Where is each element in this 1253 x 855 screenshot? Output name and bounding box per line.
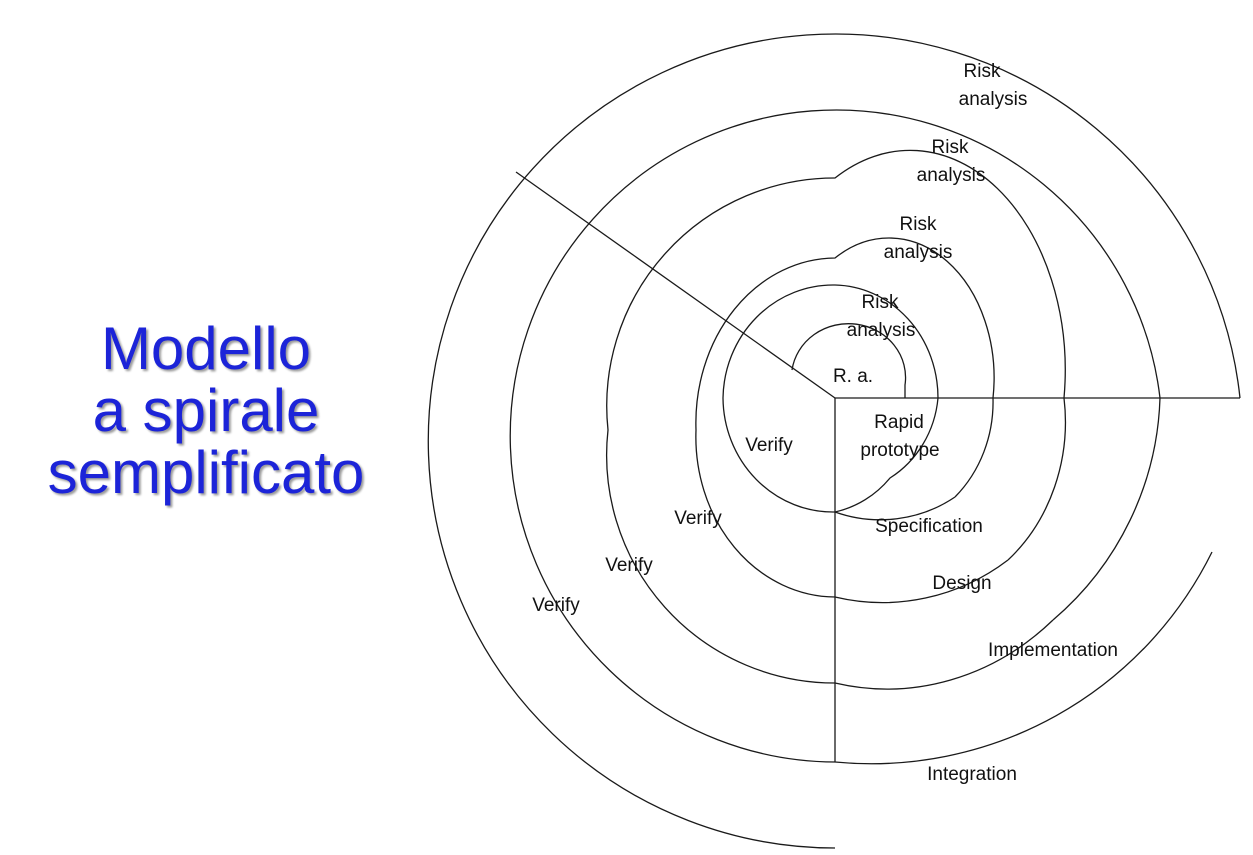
spiral-ring-2 [695,237,995,598]
spiral-outer-ring [427,33,1241,849]
label-risk-2: Risk [932,137,969,158]
label-design: Design [932,573,991,594]
spiral-ring-3 [605,149,1067,684]
spiral-arc-ra [791,323,907,398]
spiral-arc-specification [834,496,956,521]
label-verify-2: Verify [674,508,722,529]
label-verify-3: Verify [605,555,653,576]
spiral-arc-implementation [834,619,1054,690]
spiral-ring-1 [722,284,836,513]
title-line-1: Modello [100,315,312,382]
label-rapid: Rapid [874,412,924,433]
title-line-2: a spirale [92,377,320,444]
spiral-arc-rapid-prototype [834,284,939,513]
title-line-3: semplificato [47,439,365,506]
slide-title: Modello a spirale semplificato [0,318,412,504]
label-analysis-1: analysis [959,89,1028,110]
label-verify-4: Verify [532,595,580,616]
label-specification: Specification [875,516,983,537]
label-verify-1: Verify [745,435,793,456]
label-analysis-2: analysis [917,165,986,186]
label-risk-3: Risk [900,214,937,235]
spiral-ring-4 [509,109,1161,763]
label-analysis-4: analysis [847,320,916,341]
label-prototype: prototype [860,440,939,461]
label-implementation: Implementation [988,640,1118,661]
label-analysis-3: analysis [884,242,953,263]
label-integration: Integration [927,764,1017,785]
label-risk-1: Risk [964,61,1001,82]
axis-left-diagonal [515,171,836,399]
label-ra: R. a. [833,366,873,387]
label-risk-4: Risk [862,292,899,313]
spiral-arc-design [834,559,1009,604]
spiral-arc-integration [834,551,1213,765]
